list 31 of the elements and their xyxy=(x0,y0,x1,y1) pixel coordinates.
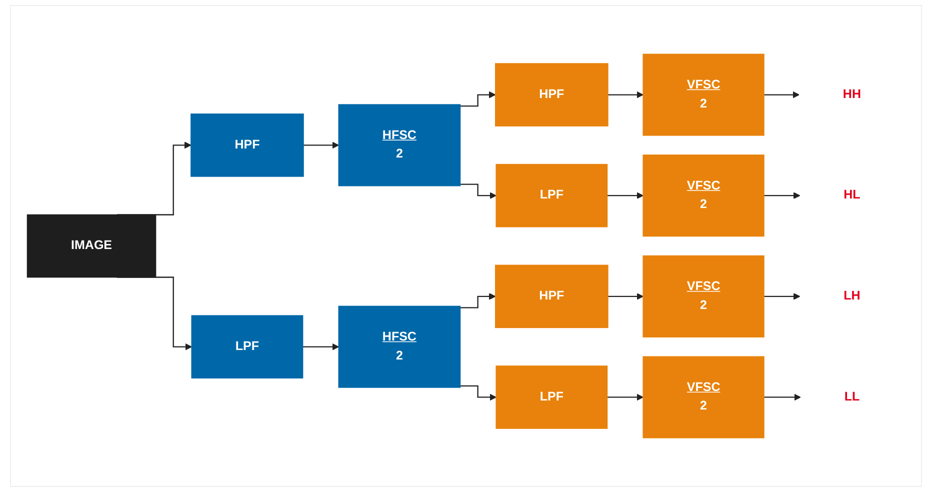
node-box: IMAGE xyxy=(26,214,156,278)
node-text: LH xyxy=(844,289,860,303)
node-text: LL xyxy=(844,390,860,404)
node-box: VFSC 2 xyxy=(642,255,764,338)
arrow xyxy=(460,385,496,401)
arrow xyxy=(608,292,644,300)
arrow xyxy=(764,91,800,98)
node-text: HL xyxy=(844,188,860,202)
node-box: VFSC 2 xyxy=(642,356,764,438)
node-box: LPF xyxy=(191,315,304,378)
node-box: VFSC 2 xyxy=(642,154,764,237)
arrow xyxy=(764,192,800,200)
node-box: LPF xyxy=(496,366,608,429)
arrow xyxy=(460,184,496,200)
arrow xyxy=(764,292,800,300)
node-box: HFSC 2 xyxy=(338,306,461,388)
arrow xyxy=(460,91,496,107)
arrow xyxy=(764,394,801,401)
arrow xyxy=(303,142,339,149)
node-text: HH xyxy=(842,88,861,102)
node-box: LPF xyxy=(496,164,608,228)
arrow xyxy=(302,343,339,350)
node-box: HFSC 2 xyxy=(338,104,461,186)
node-box: HPF xyxy=(190,114,304,177)
arrow xyxy=(607,394,644,401)
arrow xyxy=(460,292,496,308)
node-box: HPF xyxy=(495,63,608,126)
node-box: HPF xyxy=(495,264,608,328)
arrow xyxy=(607,192,644,200)
arrow xyxy=(608,91,644,98)
node-box: VFSC 2 xyxy=(642,54,764,136)
